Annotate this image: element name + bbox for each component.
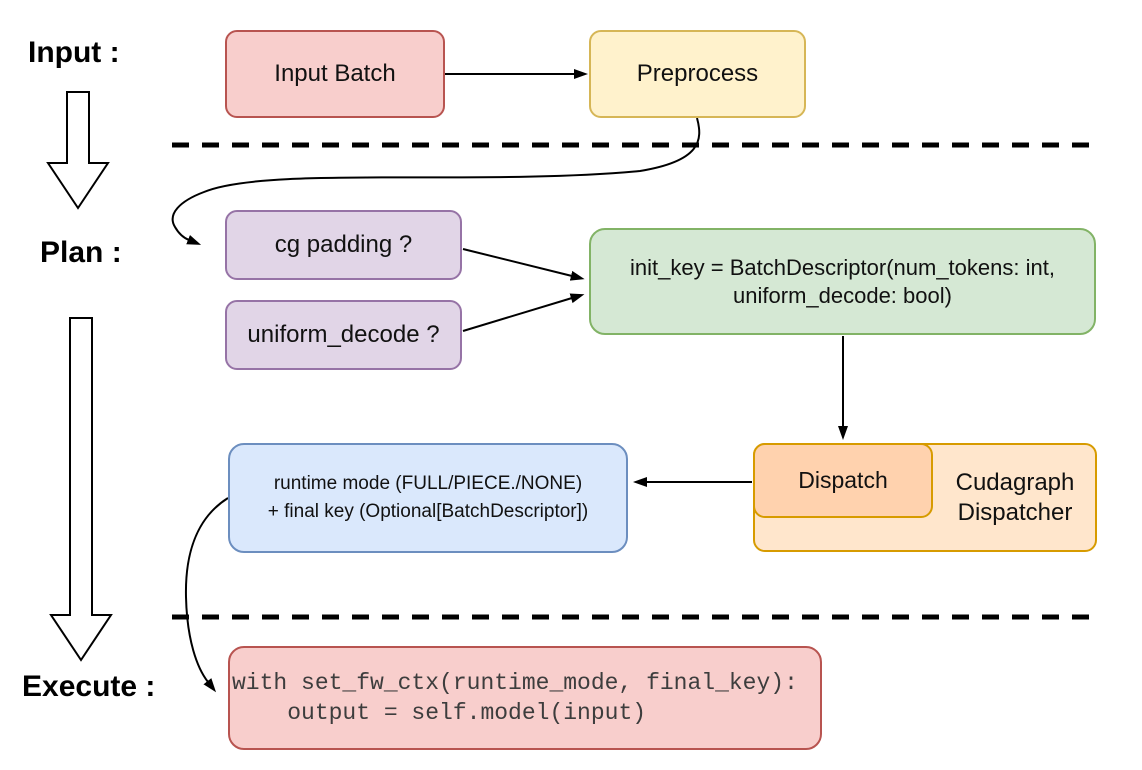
node-preprocess: Preprocess bbox=[589, 30, 806, 118]
arrow-cg-padding-to-init-key bbox=[462, 248, 585, 281]
node-execute-code: with set_fw_ctx(runtime_mode, final_key)… bbox=[228, 646, 822, 750]
arrow-uniform-decode-to-init-key bbox=[462, 293, 585, 332]
node-runtime-mode-line2: + final key (Optional[BatchDescriptor]) bbox=[267, 501, 589, 522]
node-preprocess-label: Preprocess bbox=[636, 60, 759, 87]
flow-arrow-plan-to-execute bbox=[49, 317, 113, 662]
flow-arrow-input-to-plan bbox=[46, 91, 110, 210]
stage-label-input: Input : bbox=[28, 36, 120, 69]
node-runtime-mode-line1: runtime mode (FULL/PIECE./NONE) bbox=[273, 473, 583, 494]
node-init-key-line2: uniform_decode: bool) bbox=[733, 282, 952, 308]
node-init-key-line1: init_key = BatchDescriptor(num_tokens: i… bbox=[630, 254, 1055, 280]
node-dispatch: Dispatch bbox=[753, 443, 933, 518]
node-cudagraph-dispatcher-line2: Dispatcher bbox=[957, 498, 1073, 526]
node-execute-code-line2: output = self.model(input) bbox=[232, 700, 647, 726]
node-cg-padding-label: cg padding ? bbox=[274, 231, 413, 258]
node-uniform-decode-label: uniform_decode ? bbox=[247, 321, 440, 348]
node-cg-padding: cg padding ? bbox=[225, 210, 462, 280]
stage-label-plan: Plan : bbox=[40, 236, 122, 269]
node-cudagraph-dispatcher-line1: Cudagraph bbox=[955, 468, 1075, 496]
stage-label-execute: Execute : bbox=[22, 670, 156, 703]
node-cudagraph-dispatcher-label: Cudagraph Dispatcher bbox=[935, 445, 1095, 550]
node-runtime-mode: runtime mode (FULL/PIECE./NONE) + final … bbox=[228, 443, 628, 553]
node-uniform-decode: uniform_decode ? bbox=[225, 300, 462, 370]
node-execute-code-line1: with set_fw_ctx(runtime_mode, final_key)… bbox=[232, 670, 798, 696]
node-input-batch-label: Input Batch bbox=[274, 60, 396, 87]
node-init-key: init_key = BatchDescriptor(num_tokens: i… bbox=[589, 228, 1096, 335]
curve-runtime-mode-to-execute-code bbox=[184, 497, 229, 693]
node-dispatch-label: Dispatch bbox=[798, 467, 888, 493]
node-input-batch: Input Batch bbox=[225, 30, 445, 118]
curve-preprocess-to-plan-stage bbox=[171, 117, 701, 245]
